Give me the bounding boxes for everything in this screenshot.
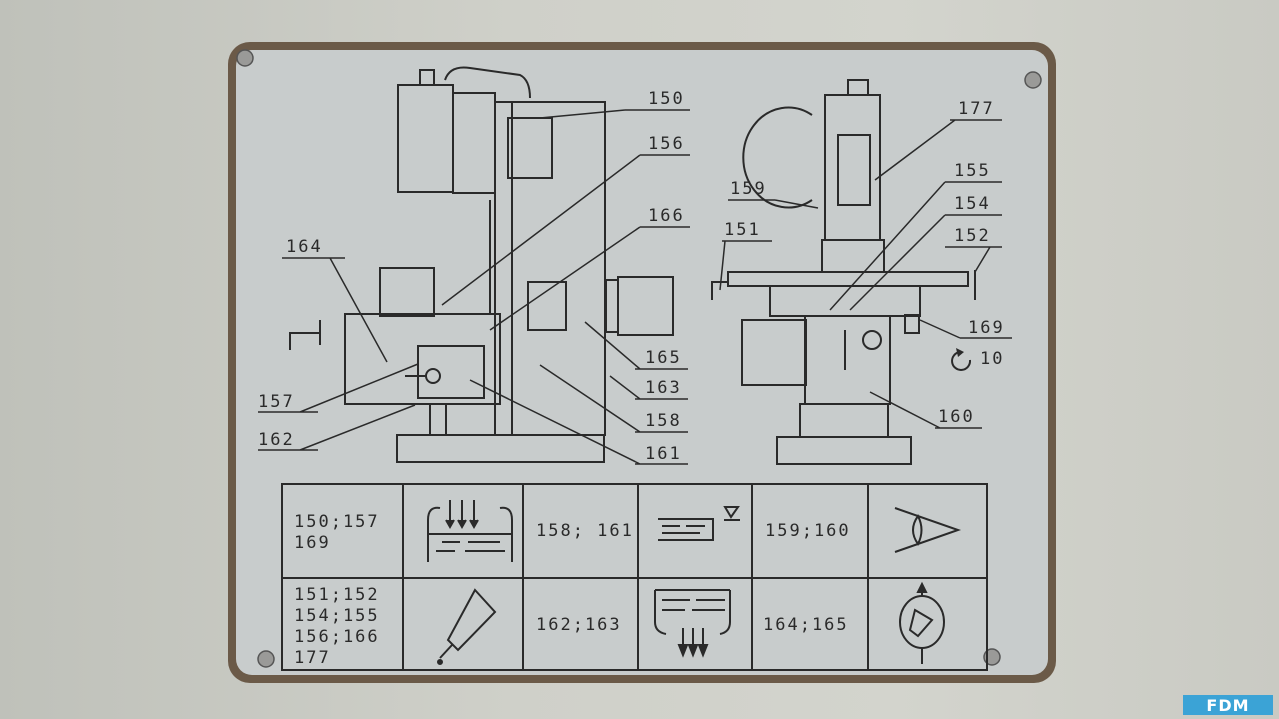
callout-169: 169 bbox=[968, 318, 1005, 338]
cell-169: 169 bbox=[294, 533, 331, 553]
cell-164-165: 164;165 bbox=[763, 615, 849, 635]
grease-gun-icon bbox=[437, 588, 497, 665]
callout-164: 164 bbox=[286, 237, 323, 257]
callout-152: 152 bbox=[954, 226, 991, 246]
callout-10: 10 bbox=[980, 349, 1004, 369]
callout-177: 177 bbox=[958, 99, 995, 119]
plate-face bbox=[236, 50, 1048, 675]
cell-151-152: 151;152 bbox=[294, 585, 380, 605]
oil-level-icon bbox=[658, 506, 740, 541]
callout-158: 158 bbox=[645, 411, 682, 431]
callout-160: 160 bbox=[938, 407, 975, 427]
cell-150-157: 150;157 bbox=[294, 512, 380, 532]
oil-drain-icon bbox=[654, 589, 731, 658]
callout-151: 151 bbox=[724, 220, 761, 240]
cell-177: 177 bbox=[294, 648, 331, 668]
callout-157: 157 bbox=[258, 392, 295, 412]
callout-155: 155 bbox=[954, 161, 991, 181]
callout-156: 156 bbox=[648, 134, 685, 154]
oil-fill-icon bbox=[427, 500, 513, 562]
machine-side-view bbox=[289, 66, 674, 463]
cell-162-163: 162;163 bbox=[536, 615, 622, 635]
callout-162: 162 bbox=[258, 430, 295, 450]
lubrication-table bbox=[281, 483, 988, 671]
cell-159-160: 159;160 bbox=[765, 521, 851, 541]
cell-156-166: 156;166 bbox=[294, 627, 380, 647]
cell-158-161: 158; 161 bbox=[536, 521, 634, 541]
callout-161: 161 bbox=[645, 444, 682, 464]
fdm-watermark-logo: FDM bbox=[1183, 695, 1273, 715]
machine-front-view bbox=[711, 79, 976, 465]
callout-154: 154 bbox=[954, 194, 991, 214]
leader-lines bbox=[258, 109, 1012, 465]
watermark-text: FDM bbox=[1206, 695, 1250, 715]
rotation-arrow-icon bbox=[951, 348, 972, 371]
callout-166: 166 bbox=[648, 206, 685, 226]
inspect-eye-icon bbox=[894, 507, 962, 553]
callout-150: 150 bbox=[648, 89, 685, 109]
callout-165: 165 bbox=[645, 348, 682, 368]
oil-pump-icon bbox=[899, 581, 945, 664]
callout-163: 163 bbox=[645, 378, 682, 398]
cell-154-155: 154;155 bbox=[294, 606, 380, 626]
callout-159: 159 bbox=[730, 179, 767, 199]
